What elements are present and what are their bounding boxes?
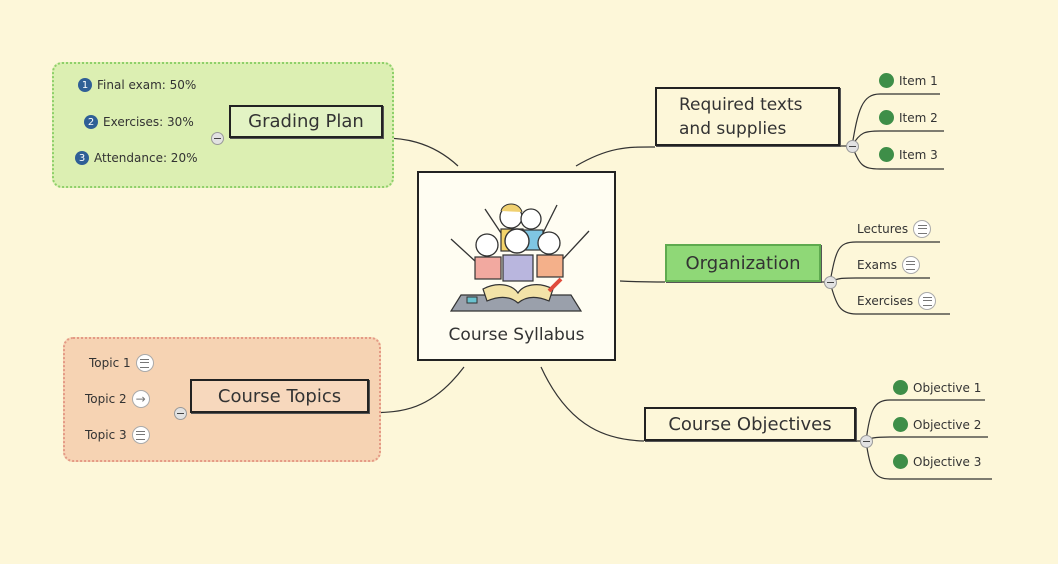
topics-collapse-toggle[interactable]: [174, 407, 187, 420]
objectives-collapse-toggle[interactable]: [860, 435, 873, 448]
organization-item-label: Exercises: [857, 294, 914, 308]
course-topics-title: Course Topics: [217, 385, 342, 407]
green-bullet-icon: [879, 147, 894, 162]
topic-label: Topic 3: [85, 428, 127, 442]
organization-title: Organization: [685, 252, 801, 274]
required-item-2[interactable]: Item 2: [879, 110, 938, 125]
objective-label: Objective 3: [913, 454, 982, 469]
central-topic-title: Course Syllabus: [448, 325, 585, 345]
notes-icon[interactable]: [901, 256, 920, 274]
required-item-label: Item 3: [899, 147, 938, 162]
organization-item-exams[interactable]: Exams: [857, 256, 920, 274]
topic-2-item[interactable]: Topic 2 →: [85, 390, 150, 408]
topic-1-item[interactable]: Topic 1: [89, 354, 154, 372]
students-illustration: [449, 203, 590, 312]
grading-plan-topic[interactable]: Grading Plan: [229, 105, 383, 138]
organization-topic[interactable]: Organization: [665, 244, 821, 282]
number-2-icon: 2: [84, 115, 98, 129]
notes-icon[interactable]: [131, 426, 150, 444]
grading-item-label: Final exam: 50%: [97, 78, 197, 92]
central-topic[interactable]: Course Syllabus: [417, 171, 616, 361]
grading-collapse-toggle[interactable]: [211, 132, 224, 145]
grading-item-label: Attendance: 20%: [94, 151, 198, 165]
organization-item-exercises[interactable]: Exercises: [857, 292, 937, 310]
required-item-1[interactable]: Item 1: [879, 73, 938, 88]
objective-2-item[interactable]: Objective 2: [893, 417, 981, 432]
course-objectives-topic[interactable]: Course Objectives: [644, 407, 856, 441]
grading-item-label: Exercises: 30%: [103, 115, 194, 129]
required-item-label: Item 2: [899, 110, 938, 125]
number-3-icon: 3: [75, 151, 89, 165]
objective-3-item[interactable]: Objective 3: [893, 454, 981, 469]
organization-item-label: Exams: [857, 258, 897, 272]
green-bullet-icon: [893, 454, 908, 469]
green-bullet-icon: [893, 417, 908, 432]
grading-item-exercises[interactable]: 2 Exercises: 30%: [84, 115, 194, 129]
green-bullet-icon: [879, 110, 894, 125]
course-objectives-title: Course Objectives: [668, 413, 832, 435]
required-item-label: Item 1: [899, 73, 938, 88]
grading-item-final-exam[interactable]: 1 Final exam: 50%: [78, 78, 196, 92]
objective-1-item[interactable]: Objective 1: [893, 380, 981, 395]
arrow-right-icon[interactable]: →: [131, 390, 150, 408]
required-title-line2: and supplies: [679, 118, 787, 139]
organization-item-lectures[interactable]: Lectures: [857, 220, 932, 238]
required-item-3[interactable]: Item 3: [879, 147, 938, 162]
organization-collapse-toggle[interactable]: [824, 276, 837, 289]
number-1-icon: 1: [78, 78, 92, 92]
topic-label: Topic 1: [89, 356, 131, 370]
objective-label: Objective 1: [913, 380, 982, 395]
green-bullet-icon: [879, 73, 894, 88]
topic-label: Topic 2: [85, 392, 127, 406]
required-collapse-toggle[interactable]: [846, 140, 859, 153]
grading-item-attendance[interactable]: 3 Attendance: 20%: [75, 151, 197, 165]
notes-icon[interactable]: [135, 354, 154, 372]
notes-icon[interactable]: [918, 292, 937, 310]
objective-label: Objective 2: [913, 417, 982, 432]
grading-plan-title: Grading Plan: [248, 111, 364, 132]
required-title-line1: Required texts: [679, 94, 803, 115]
green-bullet-icon: [893, 380, 908, 395]
required-texts-topic[interactable]: Required texts and supplies: [655, 87, 840, 146]
notes-icon[interactable]: [913, 220, 932, 238]
organization-item-label: Lectures: [857, 222, 909, 236]
topic-3-item[interactable]: Topic 3: [85, 426, 150, 444]
course-topics-topic[interactable]: Course Topics: [190, 379, 369, 413]
